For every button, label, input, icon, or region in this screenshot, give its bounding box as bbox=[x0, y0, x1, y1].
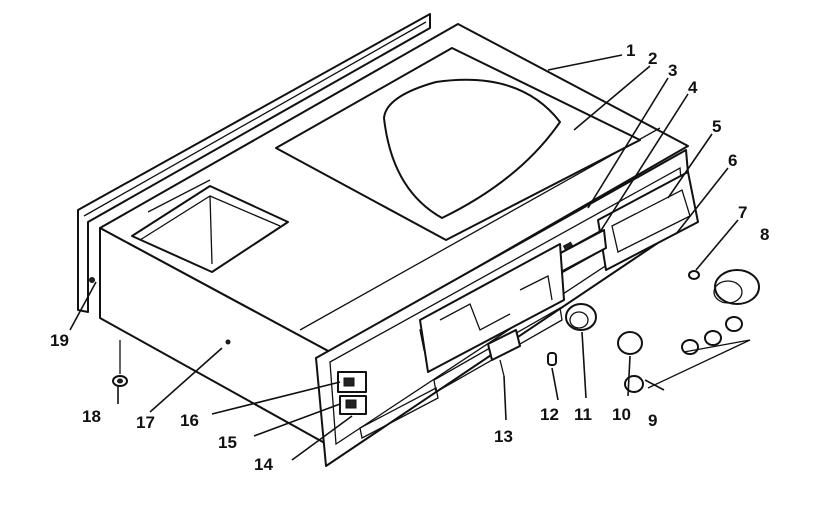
callout-5: 5 bbox=[712, 117, 721, 136]
small-knob bbox=[617, 331, 643, 355]
callout-12: 12 bbox=[540, 405, 559, 424]
pc-board bbox=[419, 243, 565, 373]
callout-labels: 1 2 3 4 5 6 7 8 9 10 11 12 13 14 15 16 1… bbox=[50, 41, 769, 474]
callout-2: 2 bbox=[648, 49, 657, 68]
main-knob bbox=[713, 269, 760, 305]
knob-set bbox=[624, 316, 751, 393]
callout-1: 1 bbox=[626, 41, 635, 60]
top-window-plate bbox=[275, 47, 641, 241]
callout-6: 6 bbox=[728, 151, 737, 170]
callout-15: 15 bbox=[218, 433, 237, 452]
heatsink-cutout bbox=[131, 185, 289, 273]
fastener-parts bbox=[112, 270, 700, 387]
callout-3: 3 bbox=[668, 61, 677, 80]
rear-panel bbox=[77, 13, 431, 313]
callout-14: 14 bbox=[254, 455, 273, 474]
callout-7: 7 bbox=[738, 203, 747, 222]
callout-11: 11 bbox=[574, 405, 592, 424]
callout-9: 9 bbox=[648, 411, 657, 430]
callout-10: 10 bbox=[612, 405, 631, 424]
callout-8: 8 bbox=[760, 225, 769, 244]
callout-4: 4 bbox=[688, 78, 698, 97]
callout-19: 19 bbox=[50, 331, 69, 350]
callout-17: 17 bbox=[136, 413, 155, 432]
switch-assembly bbox=[337, 371, 367, 415]
callout-18: 18 bbox=[82, 407, 101, 426]
volume-knob bbox=[565, 303, 597, 331]
callout-13: 13 bbox=[494, 427, 513, 446]
callout-16: 16 bbox=[180, 411, 199, 430]
leader-lines bbox=[69, 54, 739, 461]
bracket bbox=[487, 329, 521, 377]
